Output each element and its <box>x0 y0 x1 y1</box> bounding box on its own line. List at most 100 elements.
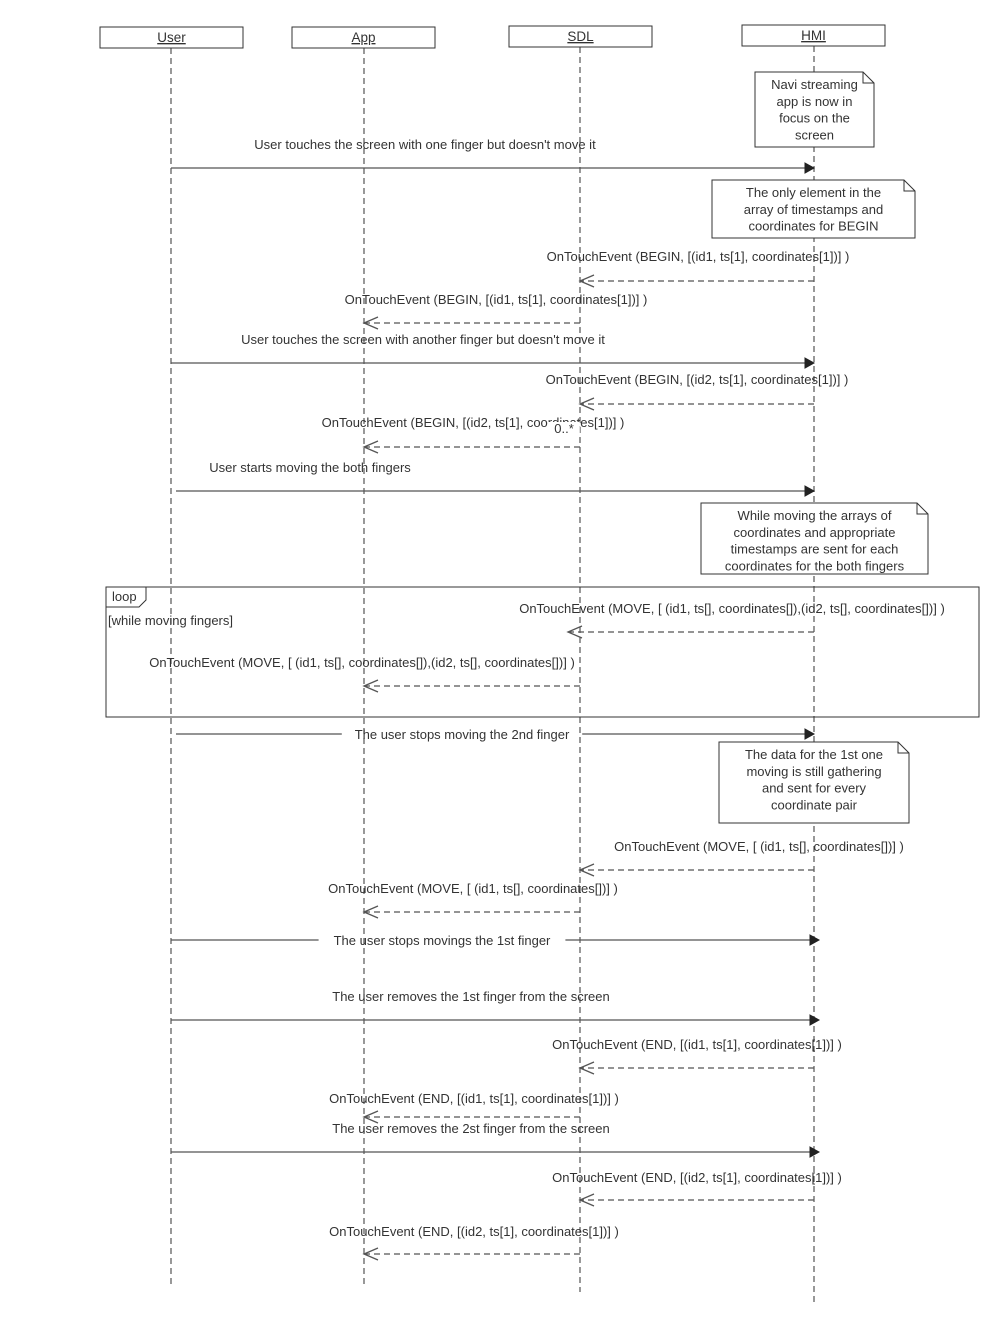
message-label: The user stops movings the 1st finger <box>334 933 551 948</box>
open-arrowhead-icon <box>578 274 595 288</box>
participant-box-sdl <box>508 25 653 48</box>
multiplicity-backdrop <box>548 422 580 436</box>
note-focus-line: focus on the <box>779 111 850 126</box>
filled-arrowhead-icon <box>809 1146 821 1158</box>
message-m6[interactable]: OnTouchEvent (BEGIN, [(id2, ts[1], coord… <box>322 415 625 454</box>
message-label: OnTouchEvent (END, [(id1, ts[1], coordin… <box>329 1091 619 1106</box>
filled-arrowhead-icon <box>809 934 821 946</box>
message-label: The user stops moving the 2nd finger <box>355 727 570 742</box>
note-focus-line: Navi streaming <box>771 77 858 92</box>
message-m8[interactable]: OnTouchEvent (MOVE, [ (id1, ts[], coordi… <box>519 601 945 639</box>
note-while-moving-line: timestamps are sent for each <box>731 542 899 557</box>
loop-frame-border <box>105 586 980 718</box>
note-only-element-line: array of timestamps and <box>744 202 883 217</box>
note-only-element-line: coordinates for BEGIN <box>748 219 878 234</box>
message-m3[interactable]: OnTouchEvent (BEGIN, [(id1, ts[1], coord… <box>345 292 648 330</box>
filled-arrowhead-icon <box>804 485 816 497</box>
open-arrowhead-icon <box>362 905 379 919</box>
open-arrowhead-icon <box>362 1247 379 1261</box>
loop-tag-pentagon <box>105 586 147 608</box>
note-only-element-fold <box>903 180 915 192</box>
message-m19[interactable]: OnTouchEvent (END, [(id2, ts[1], coordin… <box>329 1224 619 1261</box>
note-focus-line: screen <box>795 127 834 142</box>
participant-label-hmi: HMI <box>801 28 826 43</box>
note-focus-line: app is now in <box>777 94 853 109</box>
open-arrowhead-icon <box>578 1061 595 1075</box>
message-m14[interactable]: The user removes the 1st finger from the… <box>171 989 821 1026</box>
message-label: OnTouchEvent (BEGIN, [(id1, ts[1], coord… <box>345 292 648 307</box>
participant-label-user: User <box>157 30 186 45</box>
participant-label-sdl: SDL <box>567 29 594 44</box>
message-label: OnTouchEvent (MOVE, [ (id1, ts[], coordi… <box>519 601 945 616</box>
filled-arrowhead-icon <box>804 728 816 740</box>
message-label: OnTouchEvent (MOVE, [ (id1, ts[], coordi… <box>149 655 575 670</box>
message-m5[interactable]: OnTouchEvent (BEGIN, [(id2, ts[1], coord… <box>546 372 849 411</box>
message-m9[interactable]: OnTouchEvent (MOVE, [ (id1, ts[], coordi… <box>149 655 580 693</box>
open-arrowhead-icon <box>362 316 379 330</box>
message-label: User starts moving the both fingers <box>209 460 411 475</box>
message-m7[interactable]: User starts moving the both fingers <box>176 460 816 497</box>
note-first-one-line: and sent for every <box>762 781 867 796</box>
note-first-one-line: moving is still gathering <box>746 764 881 779</box>
note-first-one-box <box>718 741 910 824</box>
message-label: OnTouchEvent (MOVE, [ (id1, ts[], coordi… <box>328 881 618 896</box>
note-while-moving-line: coordinates for the both fingers <box>725 558 905 573</box>
participant-box-user <box>99 26 244 49</box>
participant-box-app <box>291 26 436 49</box>
open-arrowhead-icon <box>566 625 583 639</box>
message-m16[interactable]: OnTouchEvent (END, [(id1, ts[1], coordin… <box>329 1091 619 1124</box>
open-arrowhead-icon <box>362 679 379 693</box>
message-label: OnTouchEvent (BEGIN, [(id1, ts[1], coord… <box>547 249 850 264</box>
message-m15[interactable]: OnTouchEvent (END, [(id1, ts[1], coordin… <box>552 1037 842 1075</box>
note-while-moving-line: While moving the arrays of <box>738 508 892 523</box>
note-first-one-fold <box>897 742 909 754</box>
message-label: OnTouchEvent (END, [(id1, ts[1], coordin… <box>552 1037 842 1052</box>
open-arrowhead-icon <box>578 863 595 877</box>
message-m4[interactable]: User touches the screen with another fin… <box>171 332 816 369</box>
message-m10[interactable]: The user stops moving the 2nd finger <box>176 727 816 742</box>
note-while-moving: While moving the arrays of coordinates an… <box>700 502 929 575</box>
participant-user[interactable]: User <box>99 26 244 49</box>
note-focus-box <box>754 71 875 148</box>
message-label: OnTouchEvent (BEGIN, [(id2, ts[1], coord… <box>546 372 849 387</box>
message-label: The user removes the 1st finger from the… <box>332 989 609 1004</box>
note-focus: Navi streaming app is now in focus on thes… <box>754 71 875 148</box>
loop-tag: loop <box>112 589 137 604</box>
participant-box-hmi <box>741 24 886 47</box>
note-first-one-line: The data for the 1st one <box>745 747 883 762</box>
message-m1[interactable]: User touches the screen with one finger … <box>171 137 816 174</box>
note-first-one-line: coordinate pair <box>771 797 858 812</box>
message-label: The user removes the 2st finger from the… <box>332 1121 609 1136</box>
note-focus-fold <box>862 72 874 84</box>
note-while-moving-box <box>700 502 929 575</box>
filled-arrowhead-icon <box>809 1014 821 1026</box>
message-m2[interactable]: OnTouchEvent (BEGIN, [(id1, ts[1], coord… <box>547 249 850 288</box>
note-only-element: The only element in the array of timestam… <box>711 179 916 239</box>
open-arrowhead-icon <box>578 397 595 411</box>
participant-app[interactable]: App <box>291 26 436 49</box>
participant-sdl[interactable]: SDL <box>508 25 653 48</box>
participant-hmi[interactable]: HMI <box>741 24 886 47</box>
note-only-element-box <box>711 179 916 239</box>
multiplicity-label: 0..* <box>554 421 574 436</box>
message-label: OnTouchEvent (MOVE, [ (id1, ts[], coordi… <box>614 839 904 854</box>
message-m13[interactable]: The user stops movings the 1st finger <box>171 933 821 948</box>
participant-label-app: App <box>351 30 375 45</box>
note-while-moving-line: coordinates and appropriate <box>734 525 896 540</box>
note-only-element-line: The only element in the <box>746 185 881 200</box>
open-arrowhead-icon <box>362 440 379 454</box>
note-first-one: The data for the 1st one moving is still … <box>718 741 910 824</box>
message-m12[interactable]: OnTouchEvent (MOVE, [ (id1, ts[], coordi… <box>328 881 618 919</box>
open-arrowhead-icon <box>362 1110 379 1124</box>
note-while-moving-fold <box>916 503 928 515</box>
open-arrowhead-icon <box>578 1193 595 1207</box>
filled-arrowhead-icon <box>804 162 816 174</box>
message-label: OnTouchEvent (END, [(id2, ts[1], coordin… <box>329 1224 619 1239</box>
loop-frame: loop[while moving fingers] <box>105 586 980 718</box>
message-m17[interactable]: The user removes the 2st finger from the… <box>171 1121 821 1158</box>
message-label: OnTouchEvent (END, [(id2, ts[1], coordin… <box>552 1170 842 1185</box>
message-m11[interactable]: OnTouchEvent (MOVE, [ (id1, ts[], coordi… <box>578 839 904 877</box>
message-m18[interactable]: OnTouchEvent (END, [(id2, ts[1], coordin… <box>552 1170 842 1207</box>
message-label: User touches the screen with one finger … <box>254 137 596 152</box>
